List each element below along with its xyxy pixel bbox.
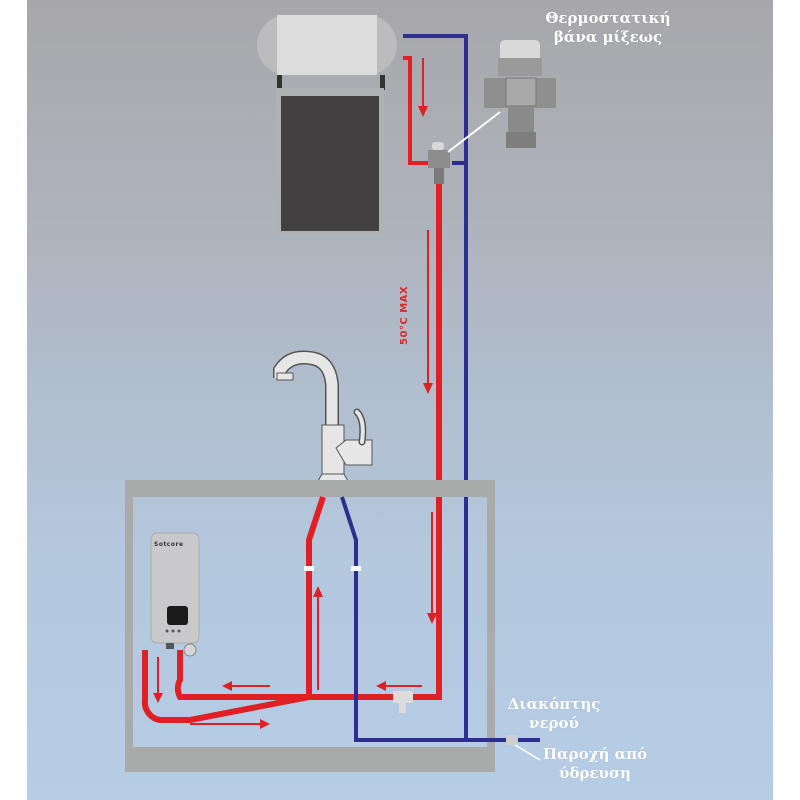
water-switch-label-line1: Διακόπτης (507, 695, 601, 713)
water-shutoff-valve (506, 735, 541, 761)
cold-pipe-faucet (340, 496, 540, 742)
hot-pipe-tank-out (403, 56, 430, 165)
flow-arrow-up (313, 586, 323, 690)
instant-water-heater (150, 532, 200, 657)
flow-arrow-down-left (153, 657, 163, 703)
hot-pipe-faucet (141, 496, 326, 723)
flow-arrow-right (190, 719, 270, 729)
flow-arrow-down (418, 58, 428, 117)
water-supply-label-line1: Παροχή από (542, 745, 648, 763)
hot-pipe-fitting (304, 566, 314, 571)
mixing-valve-label: Θερμοστατική βάνα μίξεως (528, 9, 688, 47)
callout-line (447, 111, 501, 153)
cabinet (125, 480, 495, 772)
water-switch-label-line2: νερού (529, 714, 579, 732)
solar-tank (257, 15, 397, 90)
mixing-valve-label-line2: βάνα μίξεως (553, 28, 663, 46)
flow-arrow-down-right (427, 512, 437, 624)
temperature-limit-label: 50°C MAX (399, 285, 410, 345)
cold-pipe-fitting (351, 566, 361, 571)
faucet (273, 350, 373, 482)
solar-collector (276, 88, 384, 234)
water-supply-label: Παροχή από ύδρευση (535, 745, 655, 783)
diagram-background (27, 0, 773, 800)
flow-arrow-50c (423, 230, 433, 394)
flow-arrow-left-2 (376, 681, 422, 691)
cold-pipe-main (403, 34, 468, 740)
flow-arrow-left-1 (222, 681, 270, 691)
water-supply-label-line2: ύδρευση (559, 764, 631, 782)
tee-fitting (393, 691, 413, 713)
mixing-valve-small (428, 142, 450, 184)
mixing-valve-label-line1: Θερμοστατική (545, 9, 671, 27)
water-switch-label: Διακόπτης νερού (494, 695, 614, 733)
heater-brand: Sotcore (154, 541, 184, 548)
mixing-valve-large (484, 40, 556, 148)
